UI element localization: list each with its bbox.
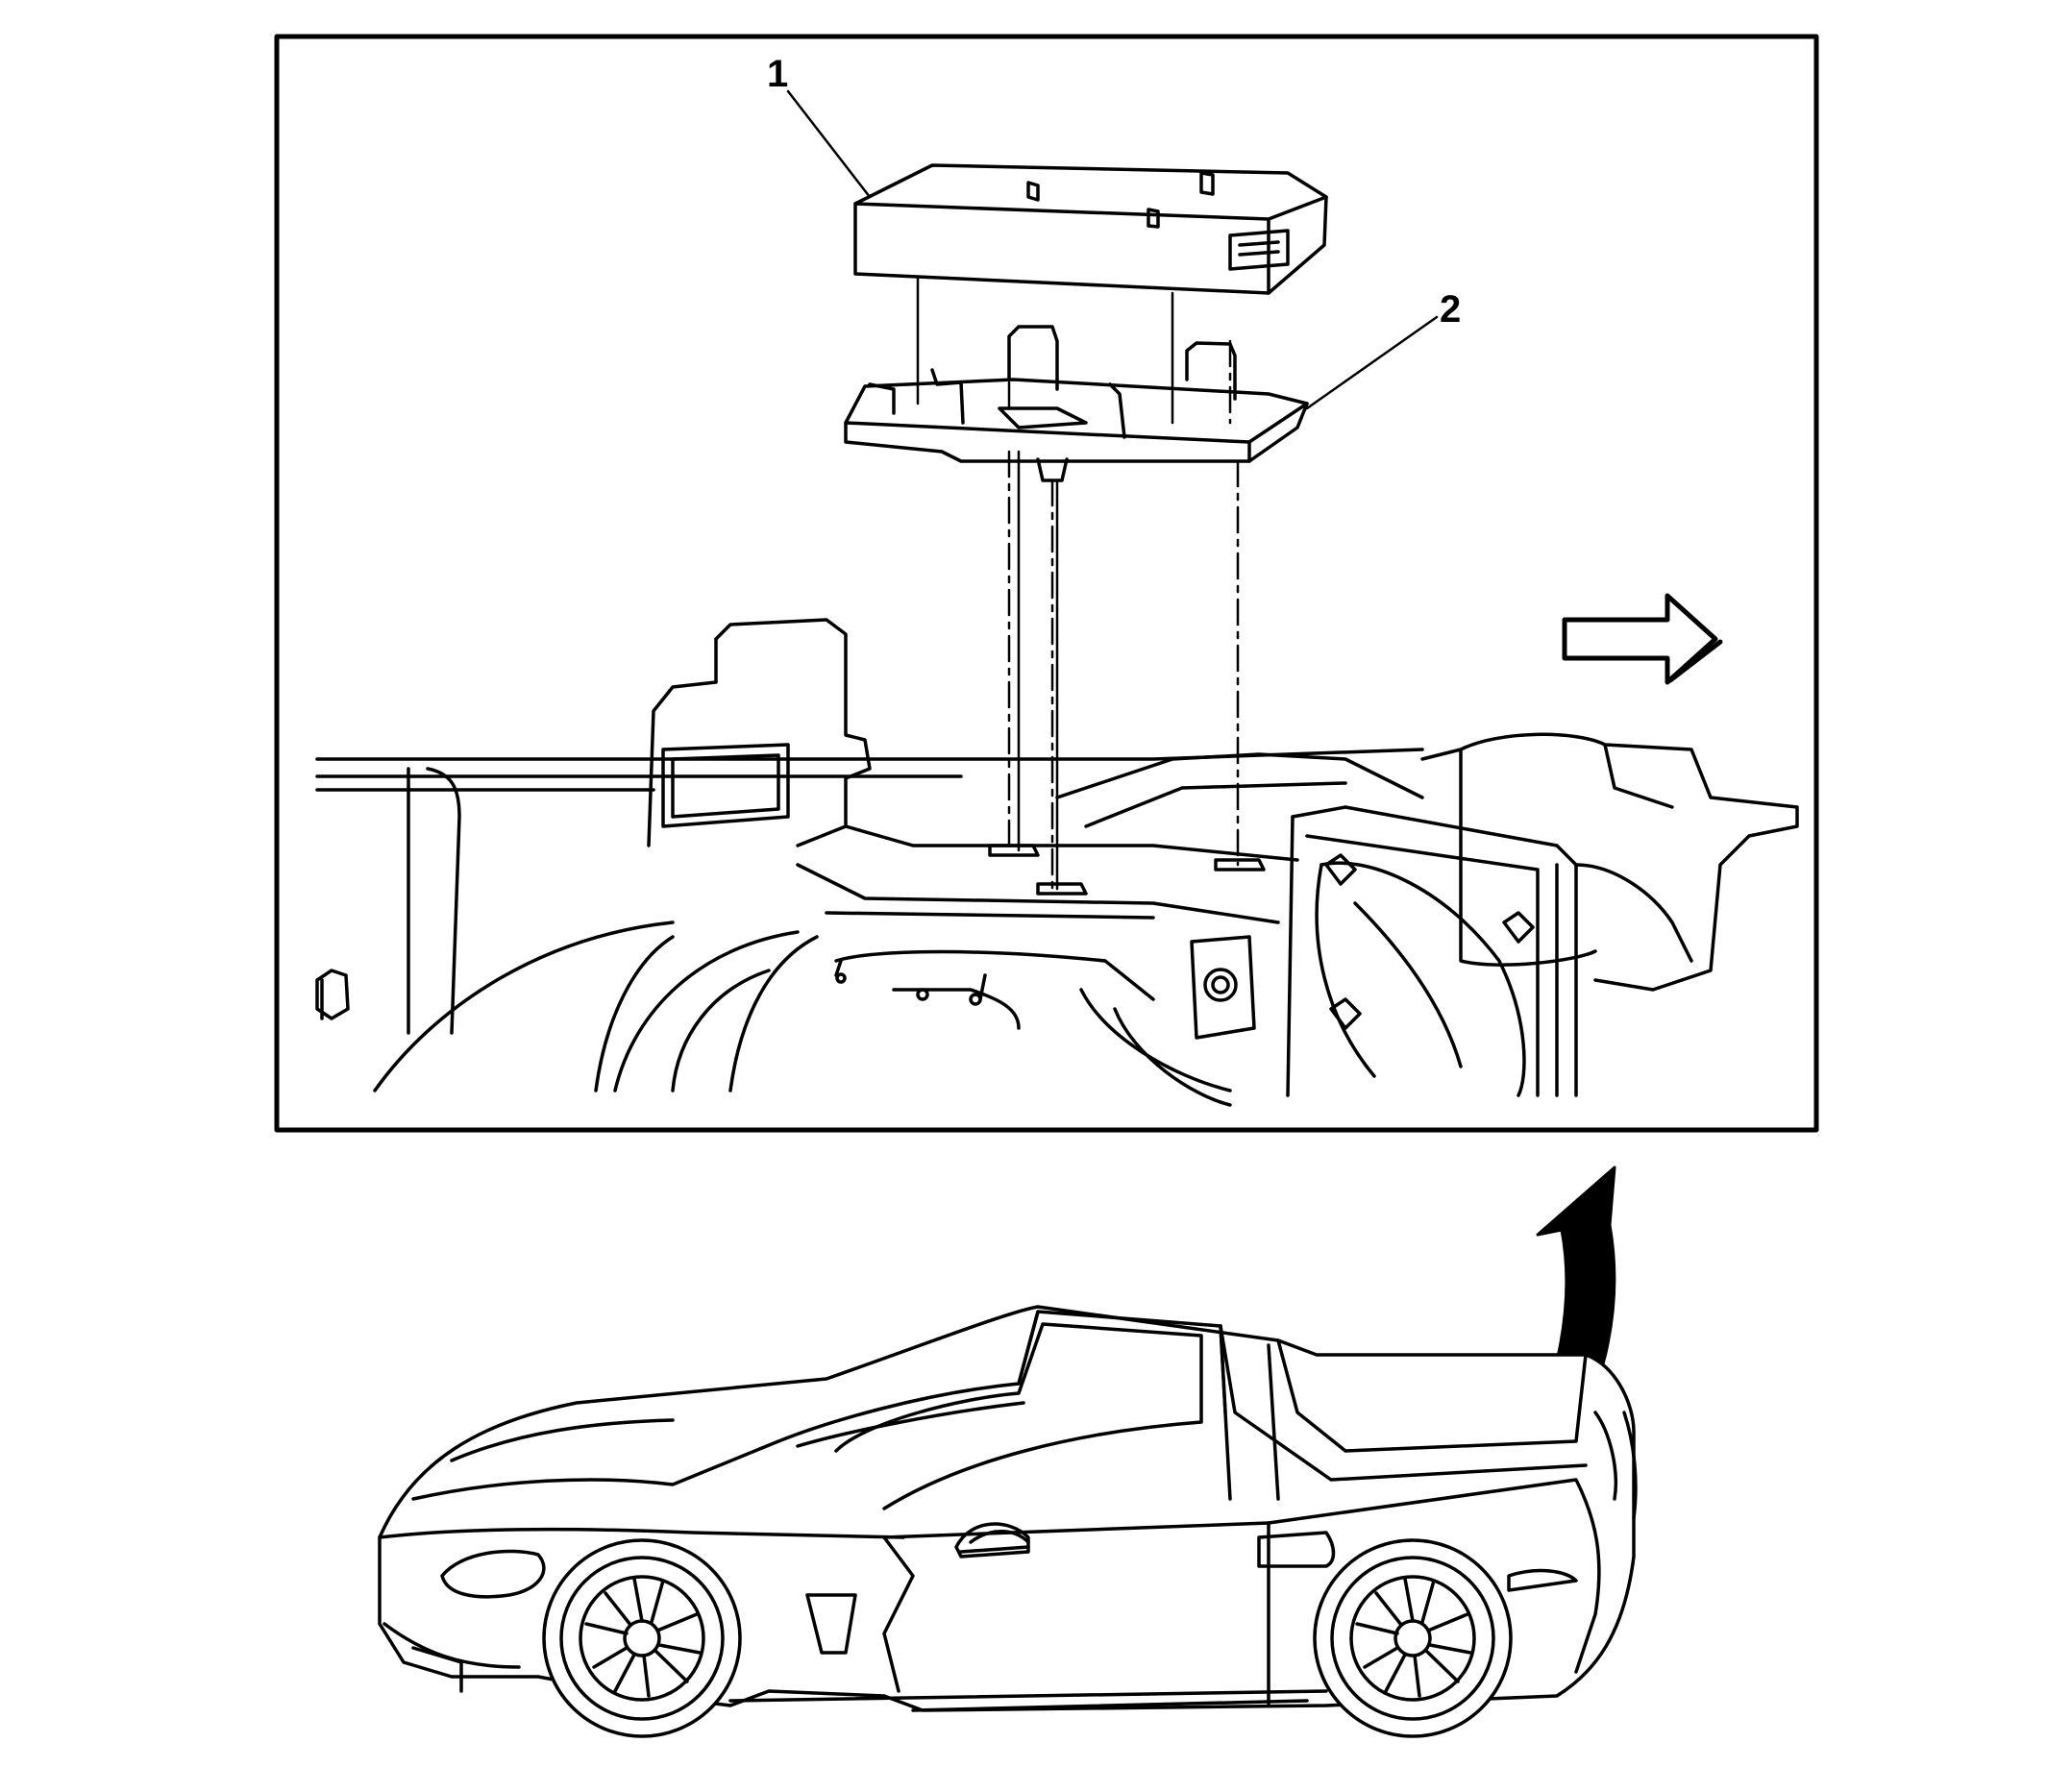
callout-2-label: 2 xyxy=(1440,288,1461,331)
rear-wheel xyxy=(1313,1538,1513,1738)
callout-1-label: 1 xyxy=(767,53,788,95)
callout-2: 2 xyxy=(1305,288,1461,410)
detail-frame xyxy=(274,34,1819,1133)
module-box xyxy=(853,163,1328,295)
front-direction-arrow-icon xyxy=(1562,593,1723,685)
alignment-lines xyxy=(916,277,1240,891)
vehicle-structure-detail xyxy=(315,618,1799,1107)
bracket-tray xyxy=(844,325,1309,482)
front-wheel xyxy=(542,1538,742,1738)
callout-1: 1 xyxy=(767,53,872,199)
